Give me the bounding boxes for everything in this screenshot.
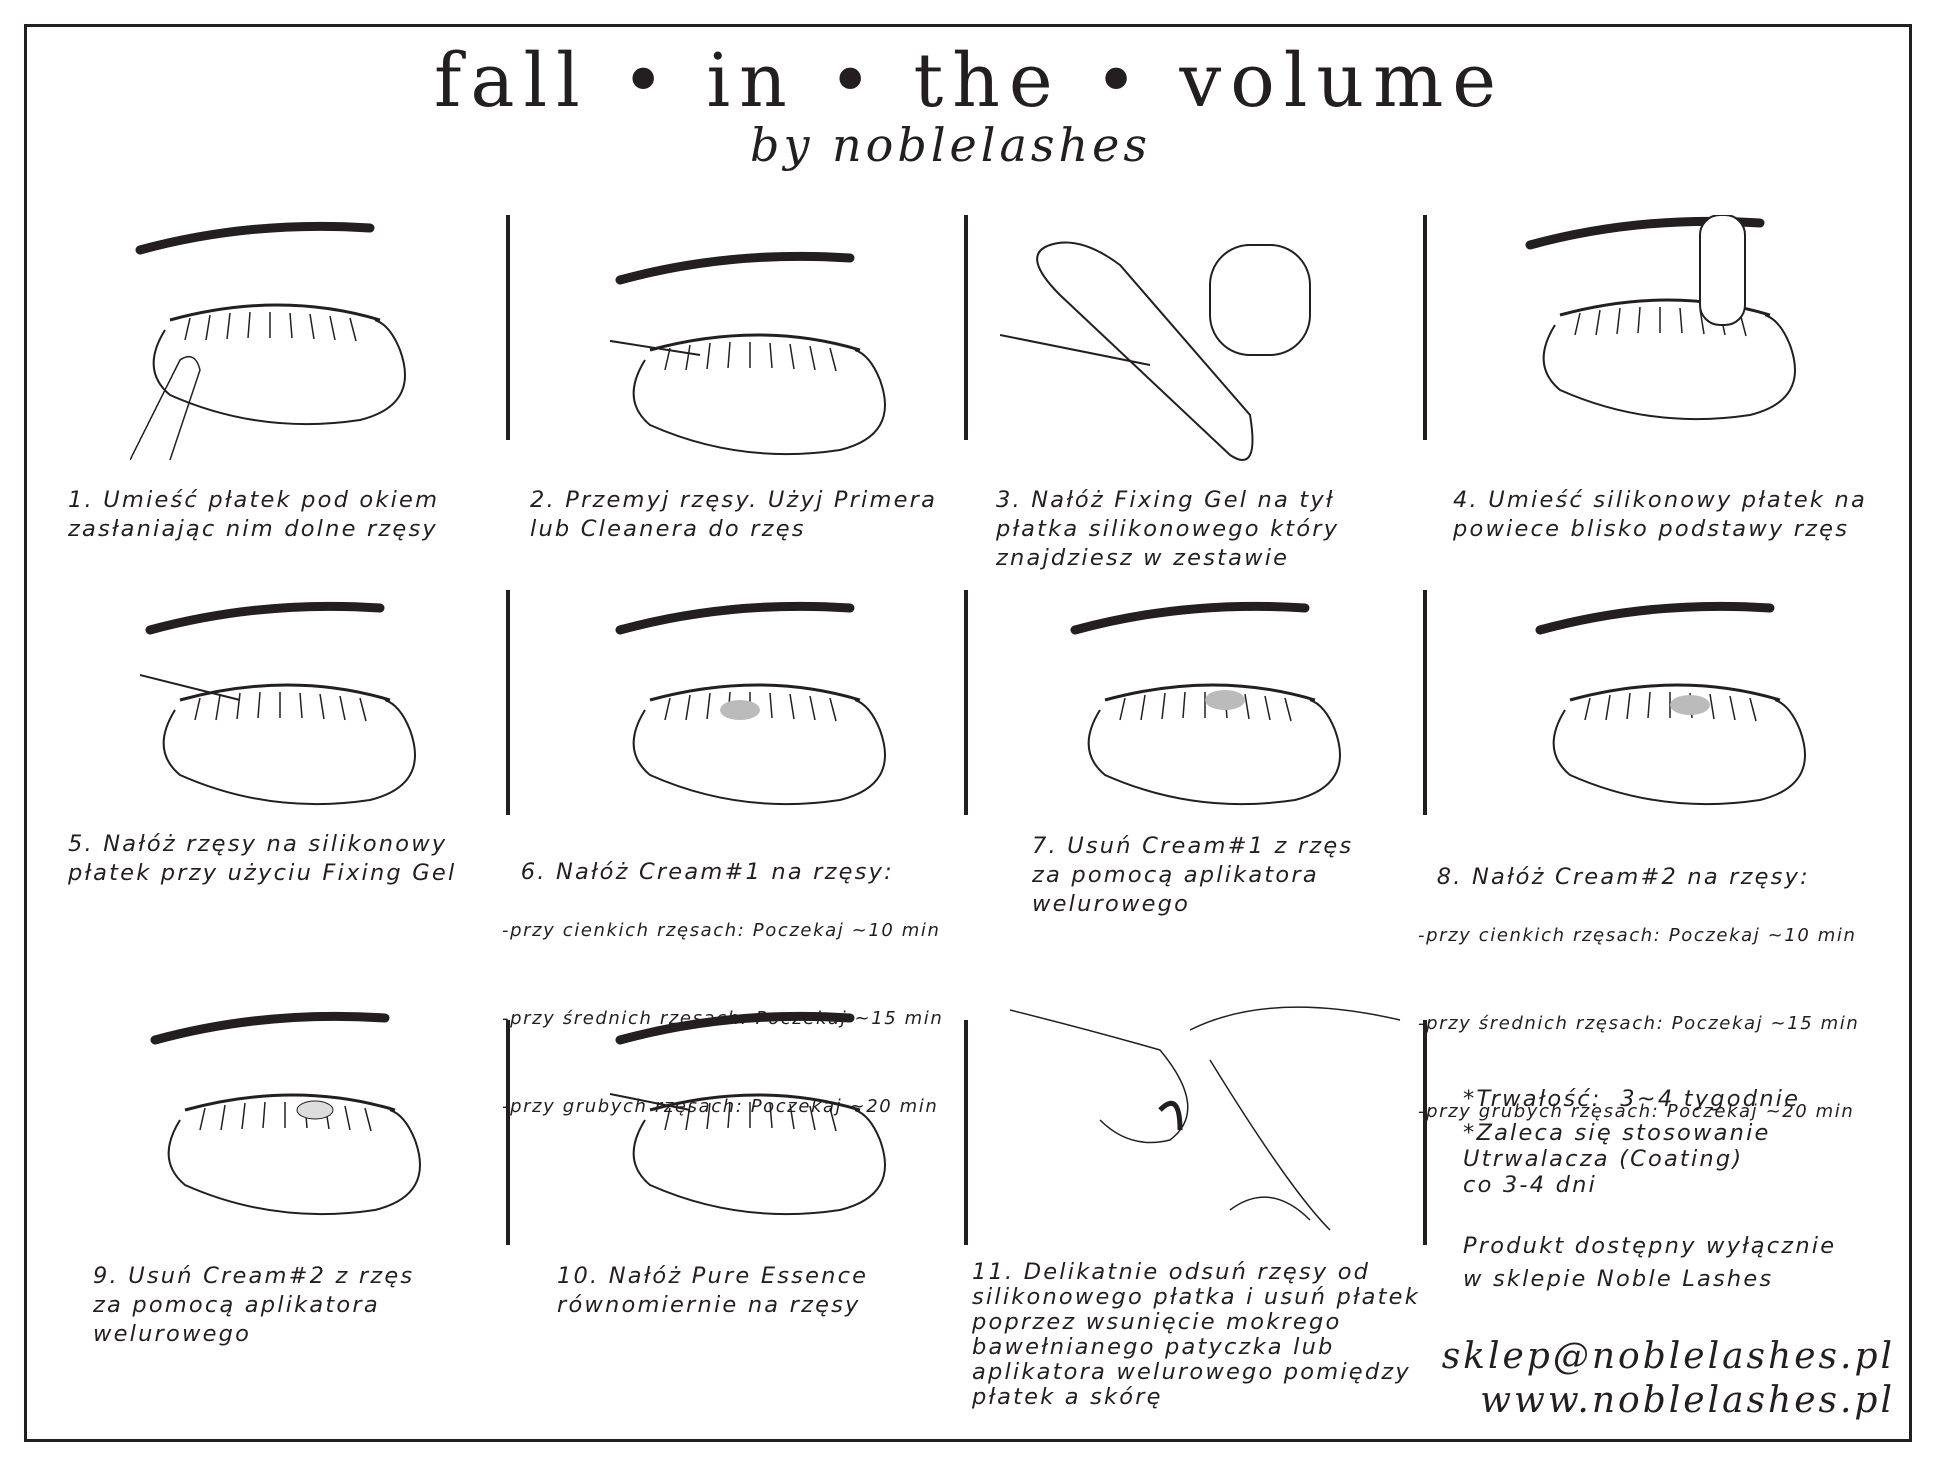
step-5-illustration (140, 600, 440, 830)
step-8-title: 8. Nałóż Cream#2 na rzęsy: (1436, 864, 1810, 890)
step-6-detail: -przy grubych rzęsach: Poczekaj ~20 min (502, 1096, 939, 1117)
website-link[interactable]: www.noblelashes.pl (1480, 1380, 1895, 1421)
step-1-caption: 1. Umieść płatek pod okiem zasłaniając n… (68, 487, 440, 542)
page-title: fall • in • the • volume (433, 38, 1506, 124)
step-8-detail: -przy cienkich rzęsach: Poczekaj ~10 min (1418, 925, 1857, 946)
coating-recommendation: *Zaleca się stosowanie Utrwalacza (Coati… (1463, 1120, 1771, 1198)
availability-note: Produkt dostępny wyłącznie w sklepie Nob… (1463, 1233, 1837, 1292)
column-divider (506, 1020, 510, 1245)
step-8-detail: -przy grubych rzęsach: Poczekaj ~20 min (1418, 1101, 1855, 1122)
step-8-caption: 8. Nałóż Cream#2 na rzęsy: -przy cienkic… (1418, 834, 1859, 1156)
step-9-caption: 9. Usuń Cream#2 z rzęs za pomocą aplikat… (93, 1263, 415, 1347)
step-9-illustration (145, 1010, 445, 1240)
column-divider (964, 215, 968, 440)
column-divider (506, 215, 510, 440)
page-subtitle: by noblelashes (750, 118, 1151, 172)
column-divider (1423, 1020, 1427, 1245)
step-6-detail: -przy średnich rzęsach: Poczekaj ~15 min (502, 1008, 944, 1029)
step-2-illustration (610, 250, 910, 470)
step-8-detail: -przy średnich rzęsach: Poczekaj ~15 min (1418, 1013, 1860, 1034)
step-2-caption: 2. Przemyj rzęsy. Użyj Primera lub Clean… (530, 487, 938, 542)
step-10-illustration (610, 1010, 910, 1240)
step-7-illustration (1065, 600, 1365, 830)
step-1-illustration (130, 220, 430, 460)
step-6-illustration (610, 600, 910, 830)
step-3-caption: 3. Nałóż Fixing Gel na tył płatka siliko… (996, 487, 1340, 571)
email-link[interactable]: sklep@noblelashes.pl (1441, 1336, 1895, 1377)
column-divider (964, 1020, 968, 1245)
step-10-caption: 10. Nałóż Pure Essence równomiernie na r… (557, 1263, 869, 1318)
column-divider (964, 590, 968, 815)
step-6-title: 6. Nałóż Cream#1 na rzęsy: (520, 859, 894, 885)
step-7-caption: 7. Usuń Cream#1 z rzęs za pomocą aplikat… (1032, 833, 1354, 917)
column-divider (1423, 590, 1427, 815)
step-4-caption: 4. Umieść silikonowy płatek na powiece b… (1453, 487, 1867, 542)
step-6-caption: 6. Nałóż Cream#1 na rzęsy: -przy cienkic… (502, 829, 943, 1151)
column-divider (1423, 215, 1427, 440)
column-divider (506, 590, 510, 815)
durability-note: *Trwałość: 3~4 tygodnie (1463, 1086, 1801, 1112)
step-8-illustration (1530, 600, 1830, 830)
step-5-caption: 5. Nałóż rzęsy na silikonowy płatek przy… (68, 831, 457, 886)
step-3-illustration (1000, 241, 1311, 461)
step-11-illustration (1010, 1006, 1401, 1231)
step-4-illustration (1520, 215, 1820, 455)
page-border (24, 24, 1912, 1442)
step-11-caption: 11. Delikatnie odsuń rzęsy od silikonowe… (972, 1259, 1420, 1410)
step-6-detail: -przy cienkich rzęsach: Poczekaj ~10 min (502, 920, 941, 941)
